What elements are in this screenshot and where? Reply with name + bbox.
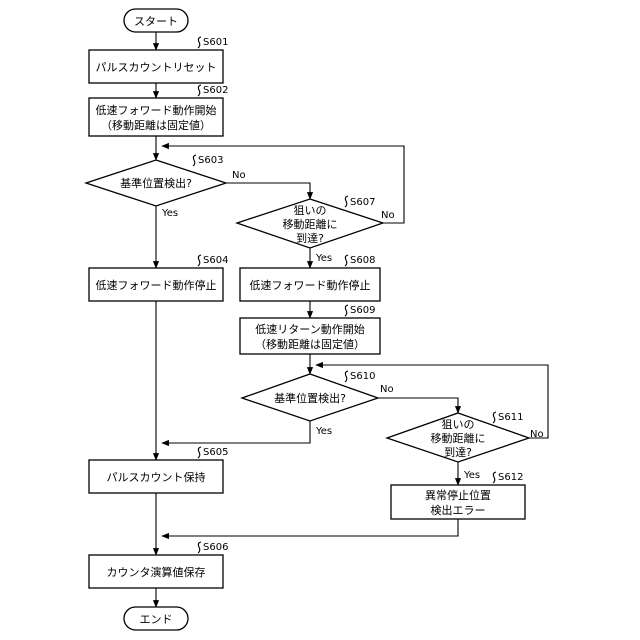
step-label-s605: S605: [203, 447, 228, 458]
step-label-s604: S604: [203, 255, 228, 266]
s602-text-line1: 低速フォワード動作開始: [96, 103, 217, 117]
label-s610-no: No: [380, 384, 394, 395]
s604-text: 低速フォワード動作停止: [96, 278, 217, 292]
step-label-s601: S601: [203, 37, 228, 48]
edge-s603-no-s607: [226, 183, 310, 199]
process-s612: 異常停止位置 検出エラー: [391, 485, 525, 519]
s606-text: カウンタ演算値保存: [107, 565, 206, 579]
s605-text: パルスカウント保持: [107, 470, 206, 484]
step-label-s608: S608: [350, 255, 375, 266]
label-s610-yes: Yes: [315, 426, 332, 437]
s602-text-line2: （移動距離は固定値）: [101, 118, 211, 132]
step-label-s609: S609: [350, 305, 375, 316]
process-s605: パルスカウント保持: [89, 460, 223, 493]
s612-text-line1: 異常停止位置: [425, 488, 491, 502]
step-label-s603: S603: [198, 155, 223, 166]
process-s608: 低速フォワード動作停止: [240, 268, 380, 301]
step-label-s612: S612: [498, 472, 523, 483]
s611-text-line3: 到達?: [444, 446, 472, 459]
s603-text: 基準位置検出?: [120, 176, 192, 190]
start-terminal: スタート: [124, 9, 188, 32]
edge-s612-merge: [162, 519, 458, 536]
s601-text: パルスカウントリセット: [96, 61, 217, 74]
process-s604: 低速フォワード動作停止: [89, 268, 223, 301]
label-s607-yes: Yes: [315, 253, 332, 264]
label-s611-no: No: [530, 429, 544, 440]
label-s603-yes: Yes: [161, 208, 178, 219]
s612-text-line2: 検出エラー: [431, 503, 486, 517]
s607-text-line1: 狙いの: [294, 204, 327, 217]
step-label-s610: S610: [350, 371, 375, 382]
end-terminal: エンド: [124, 607, 188, 630]
process-s606: カウンタ演算値保存: [89, 555, 223, 588]
s611-text-line2: 移動距離に: [431, 431, 486, 445]
step-label-s611: S611: [498, 412, 523, 423]
step-label-s606: S606: [203, 542, 228, 553]
s608-text: 低速フォワード動作停止: [250, 278, 371, 292]
s609-text-line1: 低速リターン動作開始: [255, 322, 364, 336]
start-label: スタート: [134, 15, 178, 28]
label-s607-no: No: [381, 210, 395, 221]
process-s602: 低速フォワード動作開始 （移動距離は固定値）: [89, 98, 223, 136]
s610-text: 基準位置検出?: [274, 391, 346, 405]
label-s611-yes: Yes: [463, 470, 480, 481]
s607-text-line2: 移動距離に: [283, 217, 338, 231]
decision-s603: 基準位置検出?: [86, 160, 226, 206]
step-label-s607: S607: [350, 197, 375, 208]
process-s601: パルスカウントリセット: [89, 50, 223, 83]
label-s603-no: No: [232, 170, 246, 181]
end-label: エンド: [140, 613, 173, 626]
s611-text-line1: 狙いの: [442, 418, 475, 431]
step-label-s602: S602: [203, 85, 228, 96]
process-s609: 低速リターン動作開始 （移動距離は固定値）: [240, 318, 380, 354]
edge-s610-no-s611: [378, 398, 458, 413]
s607-text-line3: 到達?: [296, 232, 324, 245]
s609-text-line2: （移動距離は固定値）: [255, 337, 365, 351]
edge-s610-yes-merge: [162, 421, 310, 443]
